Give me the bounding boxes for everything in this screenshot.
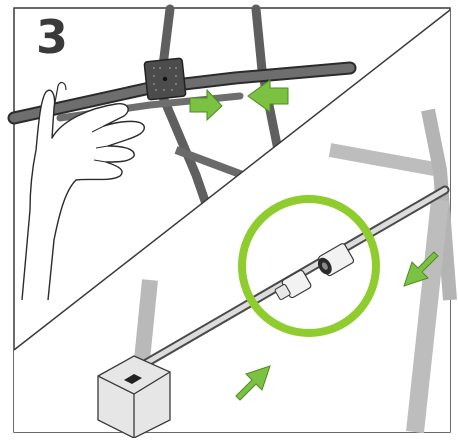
push-arrow-icon xyxy=(235,365,271,401)
step-number: 3 xyxy=(36,10,69,64)
connector-hub-icon xyxy=(143,57,187,101)
back-bar xyxy=(328,143,442,177)
push-arrow-icon xyxy=(247,79,289,113)
tube xyxy=(107,187,448,387)
magnifier-circle-icon xyxy=(238,195,380,337)
hand-icon xyxy=(21,81,145,301)
diagonal-divider xyxy=(13,9,451,351)
horizontal-pole xyxy=(9,63,355,123)
bottom-scene xyxy=(97,108,457,439)
base-block xyxy=(97,355,171,439)
right-pole xyxy=(421,108,457,301)
push-arrow-icon xyxy=(189,88,223,122)
pole-joint-icon xyxy=(274,243,355,301)
push-arrow-icon xyxy=(403,251,439,287)
front-right-pole xyxy=(406,199,449,433)
